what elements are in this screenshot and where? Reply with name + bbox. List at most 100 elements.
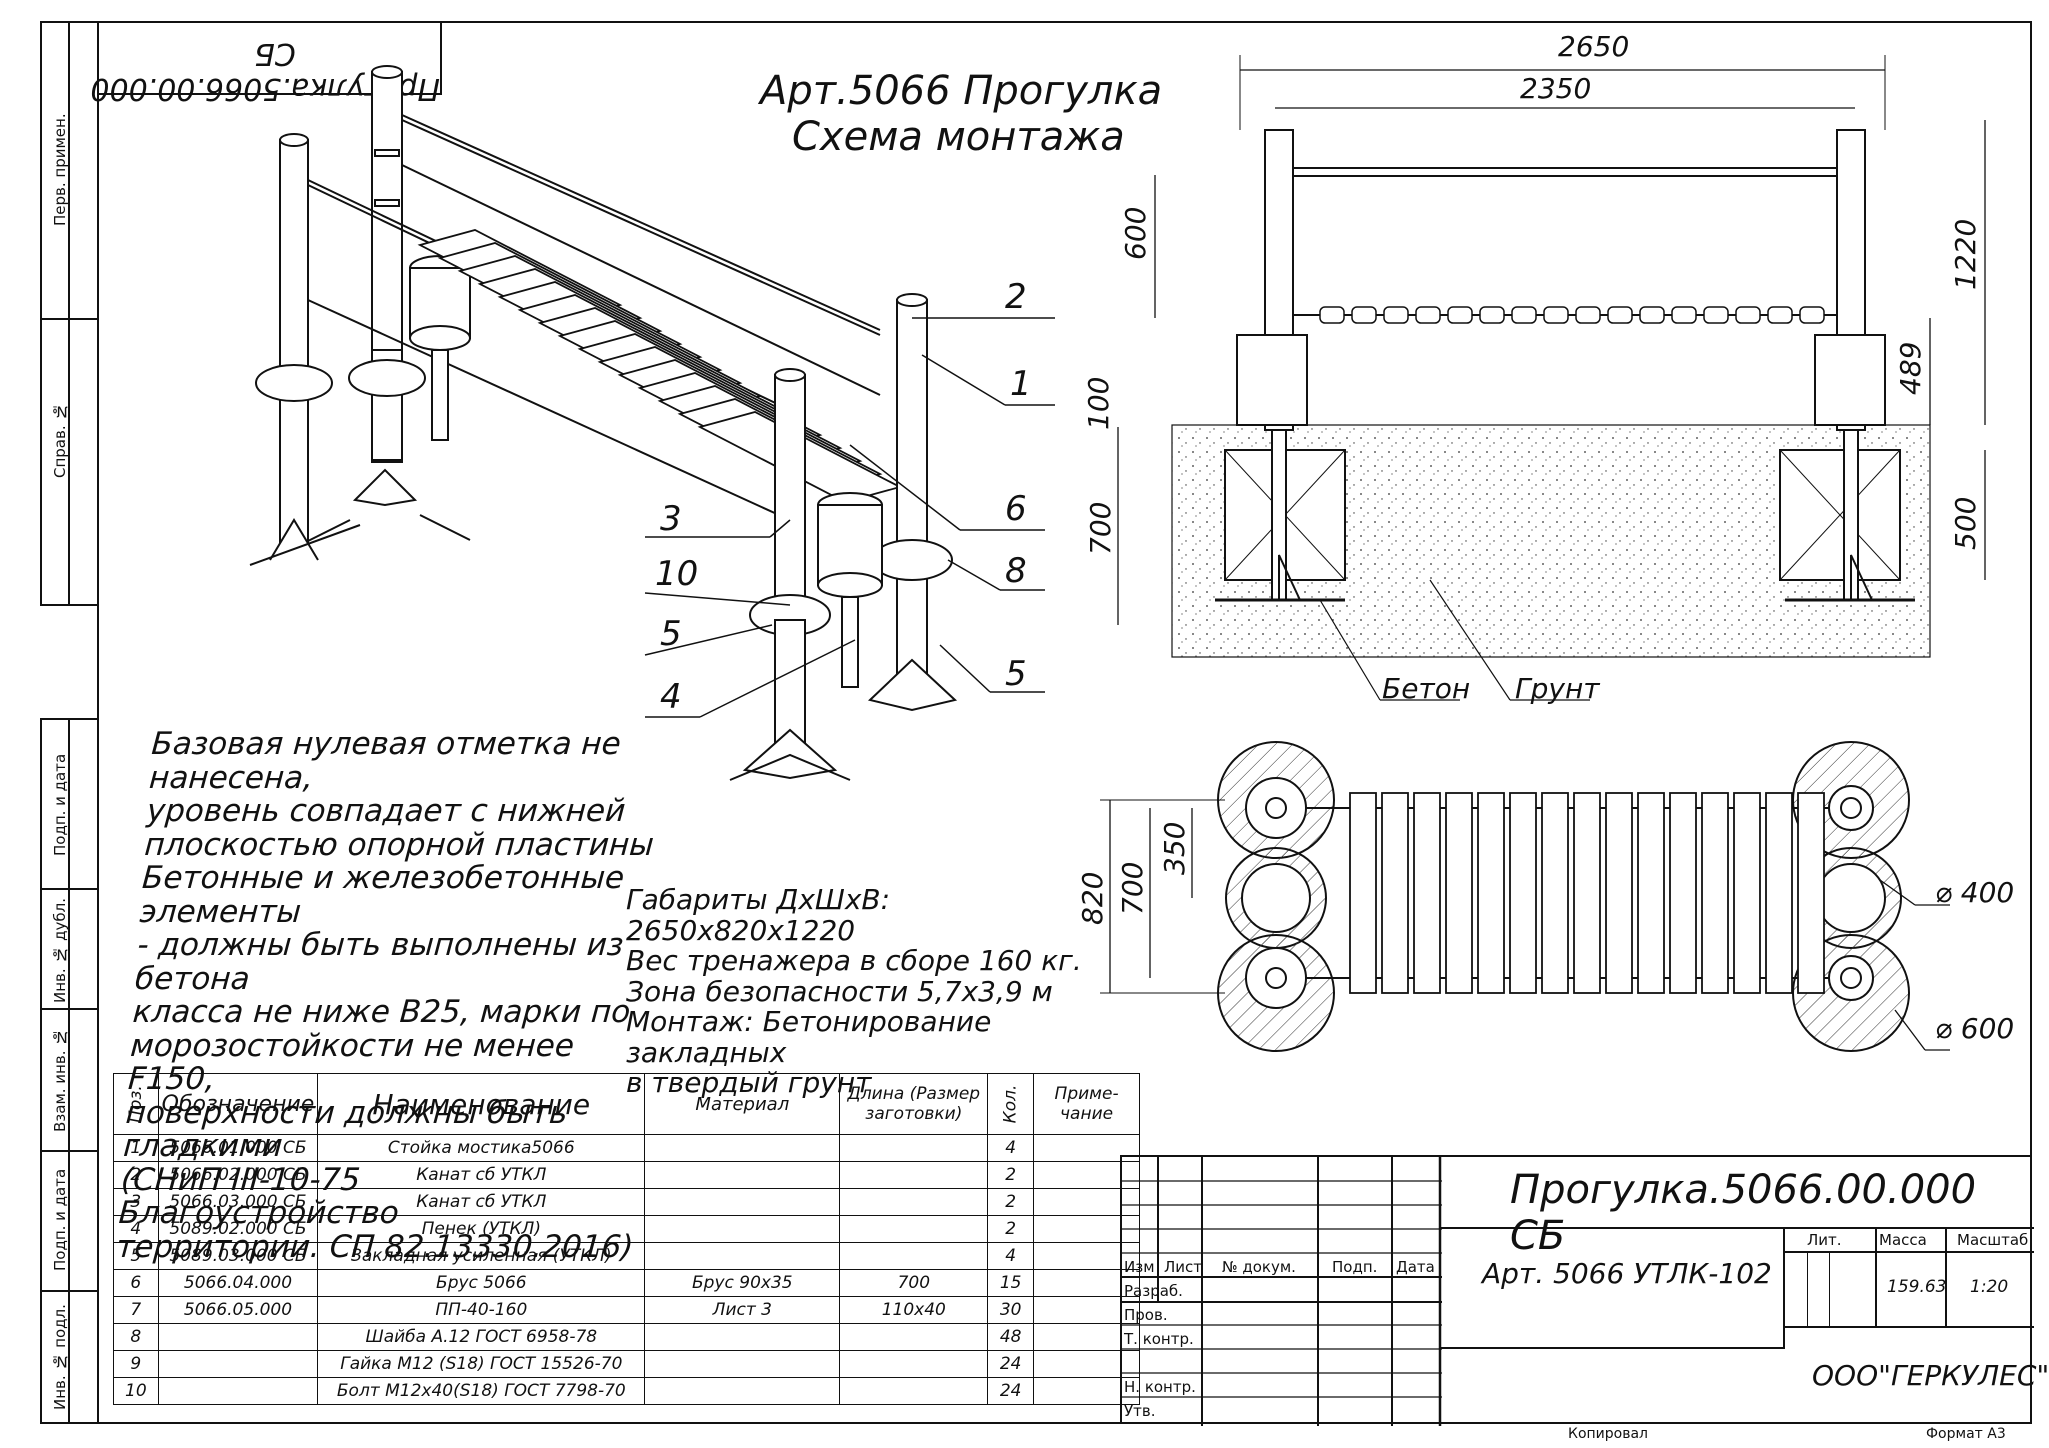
bom-cell: 15 [987, 1269, 1035, 1297]
side-div-1 [40, 888, 97, 890]
bom-cell: 4 [113, 1215, 159, 1243]
plan-view: 820 700 350 ⌀ 400 ⌀ 600 [1076, 741, 2014, 1052]
bom-cell: Закладная усиленная (УТКЛ) [317, 1242, 646, 1270]
dim-100: 100 [1082, 377, 1115, 430]
dim-489: 489 [1894, 342, 1927, 395]
bom-cell [1033, 1377, 1141, 1405]
callout-2: 2 [1005, 277, 1027, 317]
tb-grid-lines [1122, 1157, 1442, 1426]
bom-cell: 2 [987, 1215, 1035, 1243]
bom-cell: Гайка М12 (S18) ГОСТ 15526-70 [317, 1350, 646, 1378]
bom-cell: 2 [987, 1188, 1035, 1216]
bom-col-material: Материал [644, 1073, 841, 1135]
rope-bead [1511, 306, 1537, 324]
tb-utv: Утв. [1124, 1402, 1156, 1420]
callout-5a: 5 [1005, 654, 1027, 694]
tb-nkontr: Н. контр. [1124, 1378, 1196, 1396]
tb-lit-div1 [1807, 1253, 1808, 1326]
rope-bead [1703, 306, 1729, 324]
bom-table: Поз. Обозначение Наименование Материал Д… [113, 1073, 1141, 1405]
dim-phi400: ⌀ 400 [1935, 876, 2014, 909]
bom-cell: Канат сб УТКЛ [317, 1188, 646, 1216]
isometric-view: 2 1 6 8 5 3 10 5 4 [249, 65, 1055, 781]
bom-col-note: Приме- чание [1033, 1073, 1141, 1135]
plan-plank [1445, 792, 1473, 994]
bom-col-length: Длина (Размер заготовки) [839, 1073, 989, 1135]
rope-bead [1351, 306, 1377, 324]
side-div-2 [40, 1008, 97, 1010]
bom-cell [839, 1242, 989, 1270]
note-line: плоскостью опорной пластины [143, 826, 656, 863]
callout-8: 8 [1005, 551, 1027, 591]
bom-cell: 9 [113, 1350, 159, 1378]
dim-1220: 1220 [1949, 219, 1982, 290]
tb-copied: Копировал [1568, 1426, 1648, 1442]
callout-6: 6 [1005, 489, 1027, 529]
bom-cell: Канат сб УТКЛ [317, 1161, 646, 1189]
bom-cell [839, 1215, 989, 1243]
side-label-podp1: Подп. и дата [51, 753, 69, 857]
note-line: уровень совпадает с нижней [145, 793, 627, 829]
tb-masshtab: Масштаб [1957, 1231, 2029, 1249]
drawing-frame [97, 21, 2032, 1424]
bom-cell: Стойка мостика5066 [317, 1134, 646, 1162]
tb-prov: Пров. [1124, 1306, 1168, 1324]
tb-name: Арт. 5066 УТЛК-102 [1482, 1257, 1772, 1290]
note-line: класса не ниже В25, марки по [131, 994, 632, 1030]
rope-bead [1383, 306, 1409, 324]
tb-company: ООО"ГЕРКУЛЕС" [1812, 1359, 2049, 1392]
side-label-sprav: Справ. № [51, 402, 69, 478]
dim-820: 820 [1076, 872, 1109, 925]
tb-col-doc: № докум. [1222, 1258, 1296, 1276]
bom-cell [157, 1350, 319, 1378]
side-inner-line-b [68, 718, 70, 1424]
tb-designation: Прогулка.5066.00.000 СБ [1510, 1167, 1977, 1259]
rope-bead [1735, 306, 1761, 324]
plan-plank [1381, 792, 1409, 994]
bom-cell: 4 [987, 1134, 1035, 1162]
tb-lit-header: Лит. Масса Масштаб [1785, 1229, 2034, 1253]
bom-col-poz: Поз. [113, 1073, 159, 1135]
bom-cell [839, 1161, 989, 1189]
rope-bead [1575, 306, 1601, 324]
bom-cell: ПП-40-160 [317, 1296, 646, 1324]
dim-500: 500 [1949, 497, 1982, 550]
rope-bead [1319, 306, 1345, 324]
tb-razrab: Разраб. [1124, 1282, 1183, 1300]
bom-cell [1033, 1323, 1141, 1351]
plan-plank [1413, 792, 1441, 994]
bom-cell: 5066.01.000 СБ [157, 1134, 319, 1162]
bom-cell: 24 [987, 1350, 1035, 1378]
tb-name-cell: Арт. 5066 УТЛК-102 [1440, 1229, 1785, 1349]
tb-mass-value: 159.63 [1887, 1277, 1947, 1297]
rope-bead [1799, 306, 1825, 324]
callout-1: 1 [1010, 364, 1032, 404]
spec-safety-zone: Зона безопасности 5,7х3,9 м [626, 974, 1053, 1008]
bom-cell: 5066.04.000 [157, 1269, 319, 1297]
bom-cell: 700 [839, 1269, 989, 1297]
rope-bead [1671, 306, 1697, 324]
plan-plank [1637, 792, 1665, 994]
callout-4: 4 [660, 677, 682, 717]
plan-plank [1509, 792, 1537, 994]
tb-col-list: Лист [1164, 1258, 1203, 1276]
side-inner-line [68, 21, 70, 606]
rope-bead [1415, 306, 1441, 324]
bom-cell [1033, 1242, 1141, 1270]
tb-format: Формат А3 [1926, 1426, 2006, 1442]
bom-col-qty-label: Кол. [1000, 1084, 1021, 1124]
tb-col-podp: Подп. [1332, 1258, 1378, 1276]
bom-cell: Брус 90х35 [644, 1269, 841, 1297]
bom-col-designation: Обозначение [157, 1073, 319, 1135]
side-label-inv-podl: Инв. № подл. [51, 1304, 69, 1411]
bom-cell: Шайба А.12 ГОСТ 6958-78 [317, 1323, 646, 1351]
bom-cell: 5089.02.000 СБ [157, 1215, 319, 1243]
tb-lit-div3 [1875, 1229, 1877, 1326]
tb-scale-value: 1:20 [1970, 1277, 2009, 1297]
drawing-title-line1: Арт.5066 Прогулка [760, 68, 1163, 114]
spec-mounting: Монтаж: Бетонирование закладных [626, 1005, 992, 1069]
